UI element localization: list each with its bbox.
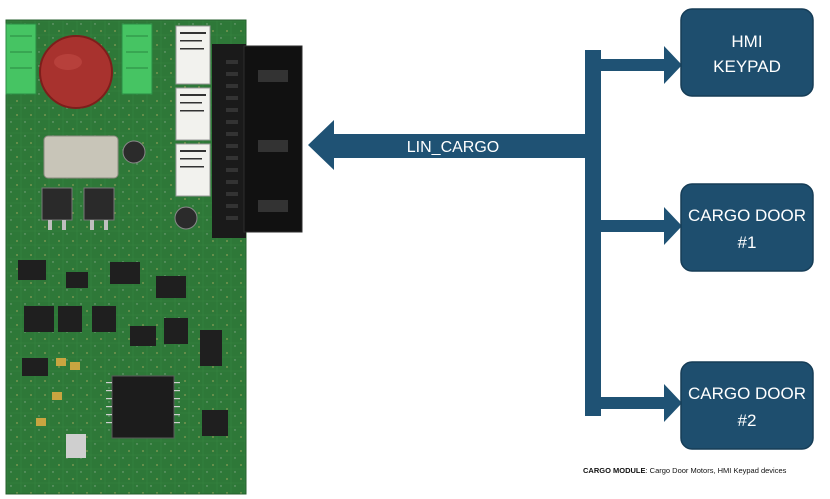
- node-label-line2: #1: [738, 233, 757, 252]
- terminal-block-left: [5, 23, 37, 95]
- branch-arrow-hmi: [601, 46, 682, 84]
- node-label-line2: #2: [738, 411, 757, 430]
- microcontroller-chip: [111, 375, 175, 439]
- node-cargo-door-2: CARGO DOOR #2: [680, 361, 814, 450]
- branch-arrow-door1: [601, 207, 682, 245]
- relay-1: [175, 25, 211, 85]
- metal-can-component: [43, 135, 119, 179]
- ic-cluster: [18, 260, 228, 458]
- diagram-caption: CARGO MODULE: Cargo Door Motors, HMI Key…: [583, 466, 786, 475]
- ecu-circuit-board: [5, 19, 303, 495]
- capacitor-1: [122, 140, 146, 164]
- capacitor-2: [174, 206, 198, 230]
- caption-title: CARGO MODULE: [583, 466, 646, 475]
- varistor-component: [39, 35, 113, 109]
- lin-bus-arrow: [308, 120, 585, 170]
- node-label-line1: CARGO DOOR: [688, 206, 806, 225]
- node-box: [680, 183, 814, 272]
- relay-3: [175, 143, 211, 197]
- node-hmi-keypad: HMI KEYPAD: [680, 8, 814, 97]
- lin-bus-label: LIN_CARGO: [407, 139, 499, 156]
- terminal-block-right: [121, 23, 153, 95]
- node-label-line1: HMI: [731, 32, 762, 51]
- node-label-line1: CARGO DOOR: [688, 384, 806, 403]
- node-label-line2: KEYPAD: [713, 57, 781, 76]
- bus-trunk: [585, 50, 601, 416]
- mosfet-2: [83, 187, 115, 221]
- node-box: [680, 8, 814, 97]
- branch-arrow-door2: [601, 384, 682, 422]
- mosfet-1: [41, 187, 73, 221]
- caption-text: : Cargo Door Motors, HMI Keypad devices: [645, 466, 787, 475]
- relay-2: [175, 87, 211, 141]
- node-cargo-door-1: CARGO DOOR #1: [680, 183, 814, 272]
- node-box: [680, 361, 814, 450]
